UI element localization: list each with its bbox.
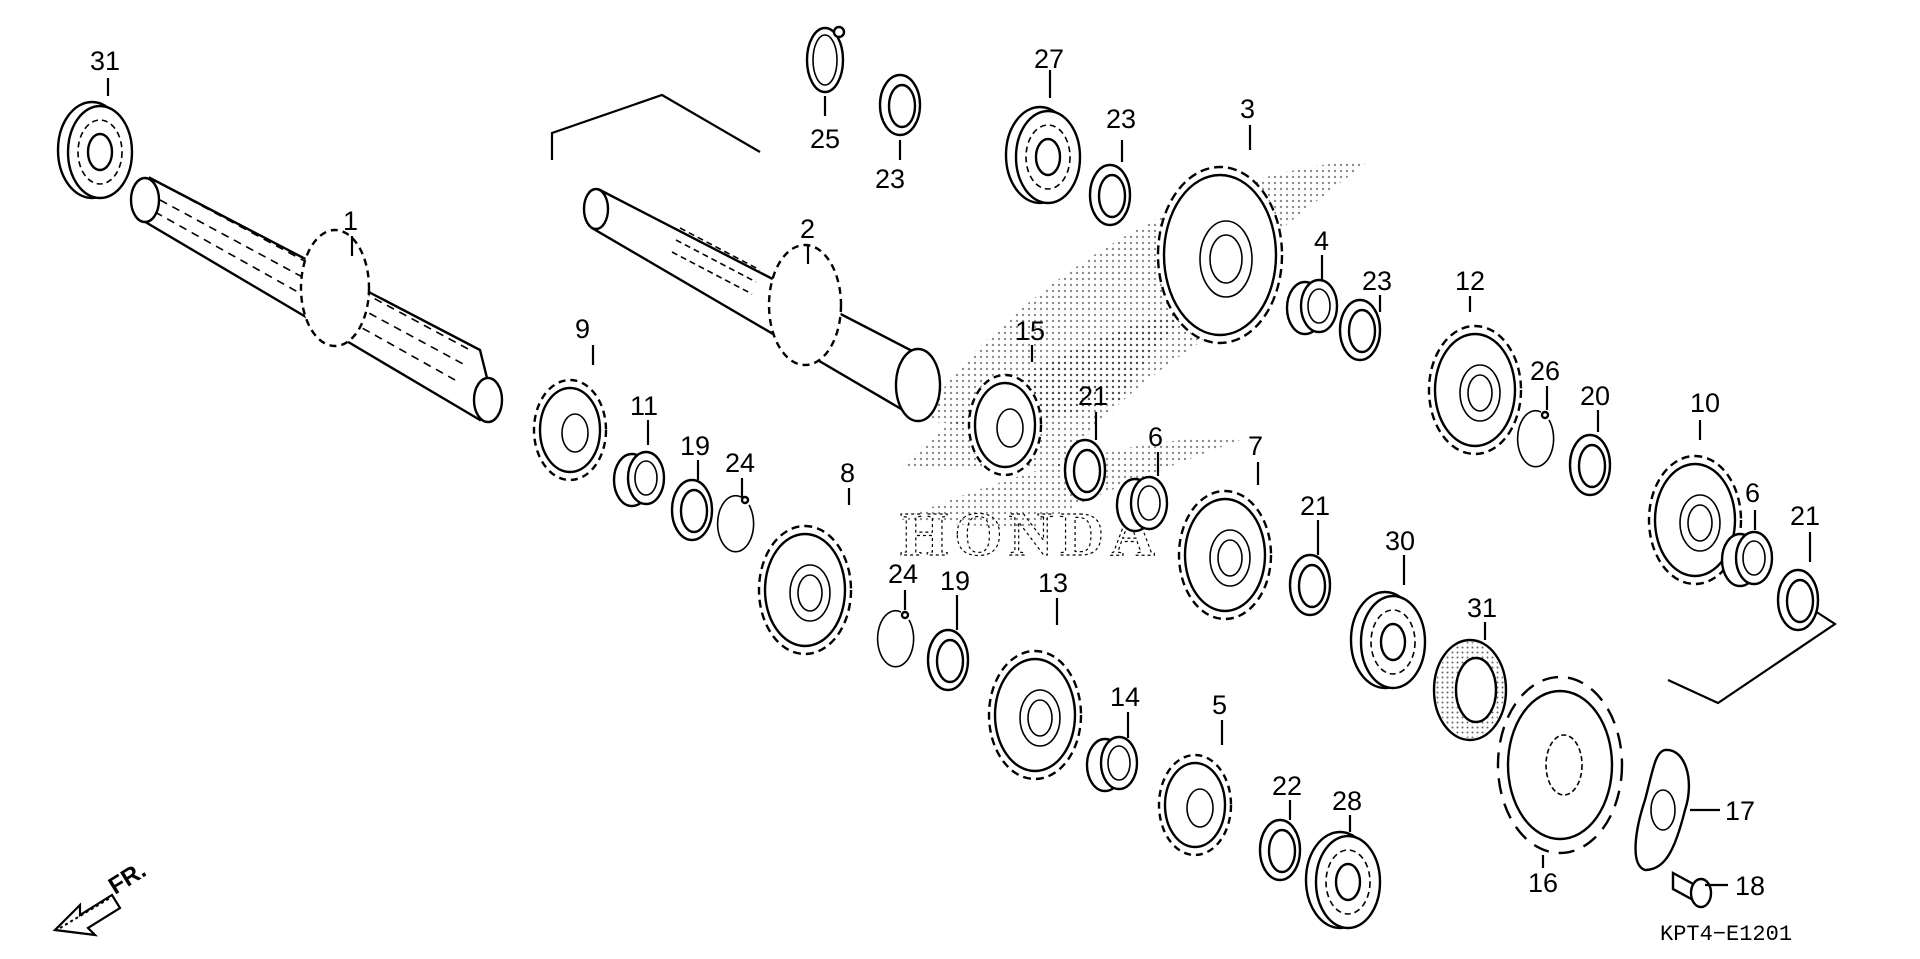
reference-line-top — [550, 93, 761, 160]
bearing-30 — [1349, 590, 1427, 690]
collar-6c — [1720, 530, 1774, 588]
label-6c: 6 — [1745, 478, 1760, 508]
collar-11 — [612, 450, 666, 508]
label-18: 18 — [1735, 871, 1765, 901]
label-30: 30 — [1385, 526, 1415, 556]
label-12: 12 — [1455, 266, 1485, 296]
front-label: FR. — [104, 857, 151, 900]
gear-10 — [532, 378, 608, 482]
gear-5 — [1157, 753, 1233, 857]
label-26: 26 — [1530, 356, 1560, 386]
leader-lines — [106, 70, 1812, 887]
plate-17 — [1634, 748, 1691, 872]
label-5: 5 — [1212, 690, 1227, 720]
label-2: 2 — [800, 214, 815, 244]
gear-13 — [987, 649, 1083, 781]
collar-6a — [1115, 475, 1169, 533]
washer-21a — [1063, 438, 1107, 502]
label-10: 9 — [575, 314, 590, 344]
washer-21c — [1776, 568, 1820, 632]
mainshaft-1 — [129, 176, 504, 424]
label-19b: 19 — [940, 566, 970, 596]
watermark-text: HONDA — [900, 501, 1161, 569]
label-31: 31 — [1467, 593, 1497, 623]
label-24b: 24 — [888, 559, 918, 589]
washer-23c — [1338, 298, 1382, 362]
label-6a: 6 — [1148, 422, 1163, 452]
part-labels: 31 1 2 25 23 27 23 3 4 23 12 26 20 10 6 … — [90, 44, 1820, 901]
bearing-29 — [56, 100, 134, 200]
bearing-28 — [1304, 830, 1382, 930]
label-8: 8 — [840, 458, 855, 488]
label-23a: 23 — [875, 164, 905, 194]
label-7: 7 — [1248, 431, 1263, 461]
washer-23b — [1088, 163, 1132, 227]
gear-8 — [757, 524, 853, 656]
label-16: 16 — [1528, 868, 1558, 898]
washer-23a — [878, 73, 922, 137]
oil-seal-31 — [1432, 638, 1508, 742]
gear-7 — [1177, 489, 1273, 621]
clip-26 — [1516, 409, 1555, 468]
bearing-27 — [1004, 105, 1082, 205]
label-21a: 21 — [1078, 381, 1108, 411]
label-25: 25 — [810, 124, 840, 154]
washer-21b — [1288, 553, 1332, 617]
washer-19a — [670, 478, 714, 542]
label-15: 15 — [1015, 316, 1045, 346]
label-29: 31 — [90, 46, 120, 76]
label-21c: 21 — [1790, 501, 1820, 531]
washer-19b — [926, 628, 970, 692]
collar-14 — [1085, 735, 1139, 793]
label-23c: 23 — [1362, 266, 1392, 296]
gear-12 — [1427, 324, 1523, 456]
clip-24b — [876, 609, 915, 668]
collar-4 — [1285, 278, 1339, 336]
label-13: 13 — [1038, 568, 1068, 598]
washer-22 — [1258, 818, 1302, 882]
label-14: 14 — [1110, 682, 1140, 712]
clip-24a — [716, 494, 755, 553]
diagram-code: KPT4−E1201 — [1660, 922, 1792, 947]
label-23b: 23 — [1106, 104, 1136, 134]
label-4: 4 — [1314, 226, 1329, 256]
sprocket-16 — [1496, 675, 1624, 855]
gear-15 — [967, 373, 1043, 477]
countershaft-2 — [582, 187, 942, 423]
label-21b: 21 — [1300, 491, 1330, 521]
label-9: 10 — [1690, 388, 1720, 418]
label-11: 11 — [630, 391, 658, 421]
label-27: 27 — [1034, 44, 1064, 74]
label-20: 20 — [1580, 381, 1610, 411]
label-3: 3 — [1240, 94, 1255, 124]
bolt-18 — [1671, 870, 1713, 909]
label-17: 17 — [1725, 796, 1755, 826]
label-24a: 24 — [725, 448, 755, 478]
washer-20 — [1568, 433, 1612, 497]
clip-25 — [805, 25, 846, 94]
label-28: 28 — [1332, 786, 1362, 816]
label-19a: 19 — [680, 431, 710, 461]
gear-3 — [1156, 165, 1284, 345]
front-direction-arrow: FR. — [52, 857, 151, 937]
label-22: 22 — [1272, 771, 1302, 801]
label-1: 1 — [343, 206, 358, 236]
